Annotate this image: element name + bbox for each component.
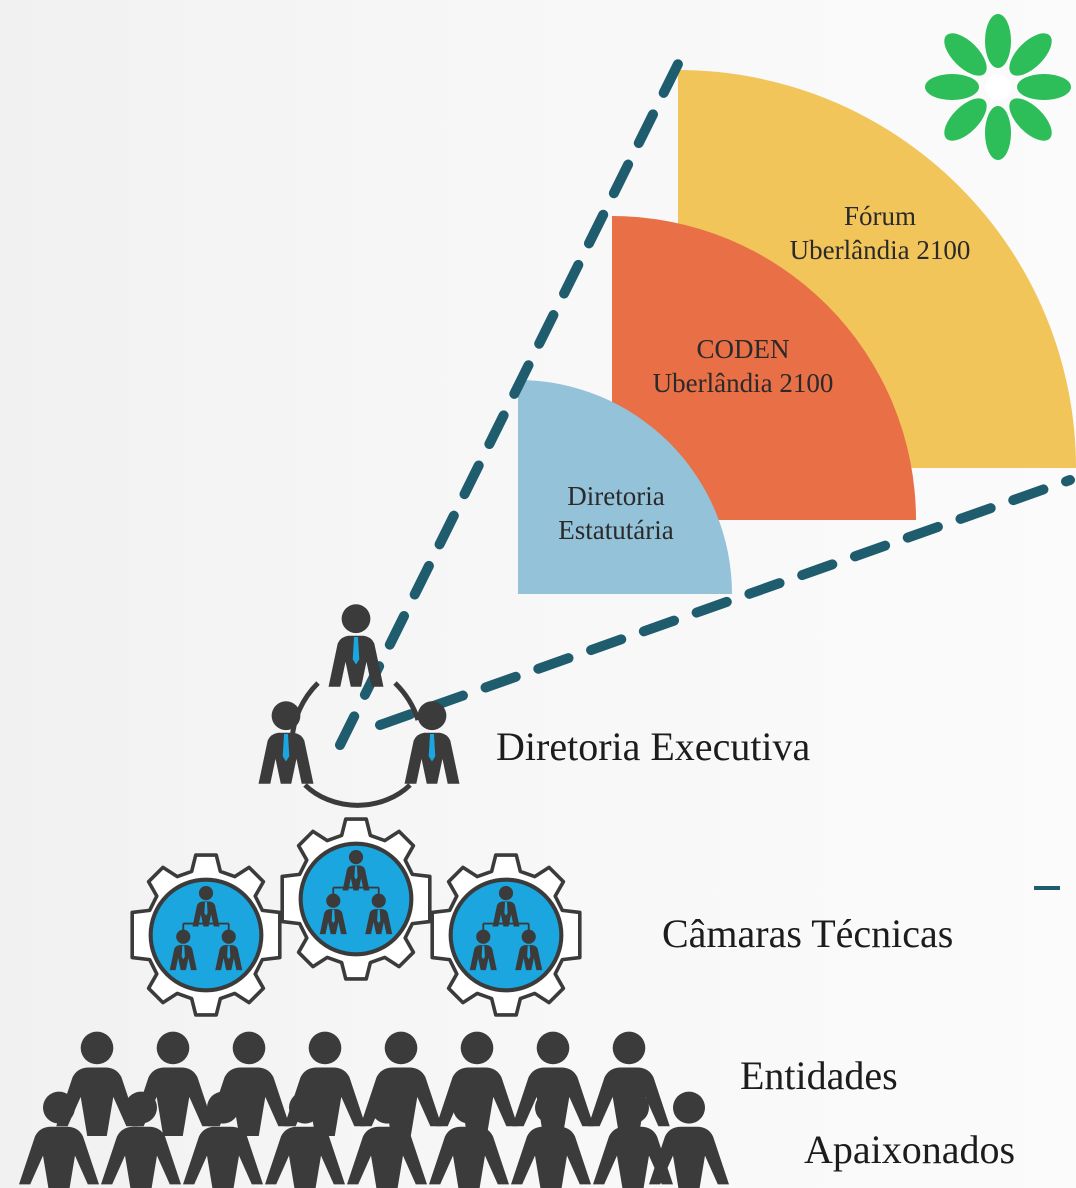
coden-label-line1: CODEN bbox=[696, 334, 790, 364]
crowd-icon bbox=[19, 1031, 729, 1188]
gear-icon bbox=[432, 855, 580, 1015]
diretoria-estatutaria-line1: Diretoria bbox=[567, 481, 665, 511]
forum-label-line2: Uberlândia 2100 bbox=[789, 235, 971, 265]
diretoria-executiva-icon bbox=[258, 604, 460, 808]
gear-icon bbox=[282, 819, 430, 979]
coden-label-line2: Uberlândia 2100 bbox=[652, 368, 834, 398]
diretoria-estatutaria-label: Diretoria Estatutária bbox=[518, 479, 714, 547]
diretoria-estatutaria-quadrant bbox=[518, 380, 732, 594]
camaras-tecnicas-gears bbox=[132, 819, 580, 1015]
forum-label-line1: Fórum bbox=[843, 201, 916, 231]
fan-line-lower bbox=[375, 475, 1075, 730]
green-flower-logo bbox=[925, 14, 1071, 160]
diretoria-executiva-label: Diretoria Executiva bbox=[496, 724, 811, 769]
coden-label: CODEN Uberlândia 2100 bbox=[618, 332, 868, 400]
camaras-tecnicas-label: Câmaras Técnicas bbox=[662, 911, 954, 956]
crowd-person-icon bbox=[429, 1091, 509, 1188]
apaixonados-label: Apaixonados bbox=[804, 1127, 1016, 1172]
fan-line-upper bbox=[335, 55, 685, 750]
entidades-label: Entidades bbox=[740, 1053, 898, 1098]
gear-icon bbox=[132, 855, 280, 1015]
coden-quadrant bbox=[612, 216, 916, 520]
forum-label: Fórum Uberlândia 2100 bbox=[760, 199, 1000, 267]
diretoria-estatutaria-line2: Estatutária bbox=[558, 515, 674, 545]
crowd-person-icon bbox=[360, 1031, 442, 1136]
